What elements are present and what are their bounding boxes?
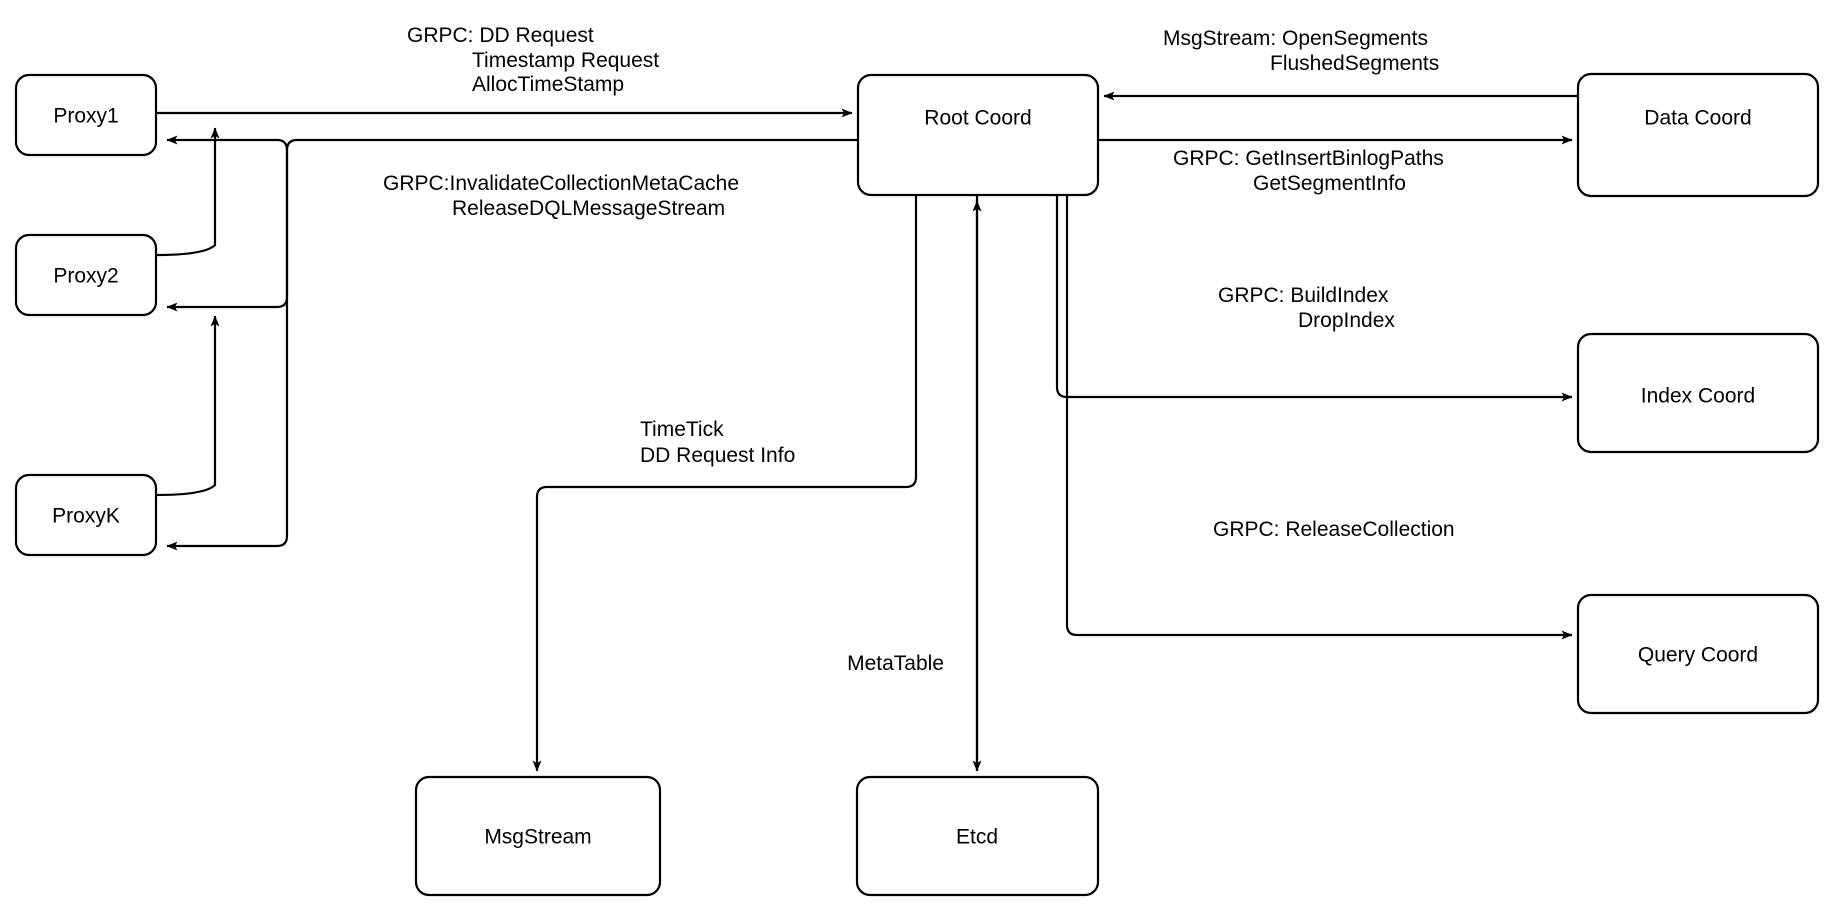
node-proxy2[interactable]: Proxy2 (14, 233, 158, 317)
node-etcd[interactable]: Etcd (855, 775, 1100, 897)
node-proxy1[interactable]: Proxy1 (14, 73, 158, 157)
node-rootcoord-label: Root Coord (924, 107, 1031, 130)
node-indexcoord-box[interactable] (1576, 332, 1820, 454)
node-querycoord[interactable]: Query Coord (1576, 593, 1820, 715)
svg-text:MetaTable: MetaTable (847, 652, 944, 675)
node-proxyk-box[interactable] (14, 473, 158, 557)
edge-label-rootcoord-to-etcd: MetaTable (847, 652, 944, 675)
node-proxy2-label: Proxy2 (53, 265, 118, 288)
node-querycoord-box[interactable] (1576, 593, 1820, 715)
node-datacoord[interactable]: Data Coord (1576, 72, 1820, 198)
node-msgstream-label: MsgStream (484, 826, 591, 849)
node-proxy2-box[interactable] (14, 233, 158, 317)
edge-proxy2-uplink (155, 127, 220, 257)
node-rootcoord-box[interactable] (856, 73, 1100, 197)
edge-label-rootcoord-to-datacoord: GRPC: GetInsertBinlogPaths GetSegmentInf… (1173, 147, 1444, 195)
node-rootcoord[interactable]: Root Coord (856, 73, 1100, 197)
edge-label-rootcoord-to-msgstream: TimeTick DD Request Info (640, 418, 795, 467)
node-datacoord-label: Data Coord (1644, 107, 1751, 130)
svg-text:GRPC: DD Request: GRPC: DD Request (407, 24, 594, 47)
edge-label-proxy-to-rootcoord: GRPC: DD Request Timestamp Request Alloc… (407, 24, 659, 96)
node-etcd-label: Etcd (956, 826, 998, 849)
svg-text:FlushedSegments: FlushedSegments (1270, 52, 1439, 75)
node-indexcoord[interactable]: Index Coord (1576, 332, 1820, 454)
edge-label-rootcoord-to-querycoord: GRPC: ReleaseCollection (1213, 518, 1455, 541)
svg-text:ReleaseDQLMessageStream: ReleaseDQLMessageStream (452, 197, 725, 220)
svg-text:Timestamp Request: Timestamp Request (472, 49, 659, 72)
svg-text:DropIndex: DropIndex (1298, 309, 1395, 332)
svg-text:GetSegmentInfo: GetSegmentInfo (1253, 172, 1406, 195)
node-proxyk[interactable]: ProxyK (14, 473, 158, 557)
edge-rootcoord-to-proxyk (166, 138, 858, 551)
node-proxy1-box[interactable] (14, 73, 158, 157)
edge-rootcoord-to-proxy1 (166, 135, 289, 151)
edge-label-datacoord-to-rootcoord: MsgStream: OpenSegments FlushedSegments (1163, 27, 1439, 75)
edge-rootcoord-to-querycoord (1065, 195, 1573, 640)
node-proxy1-label: Proxy1 (53, 105, 118, 128)
svg-text:GRPC: GetInsertBinlogPaths: GRPC: GetInsertBinlogPaths (1173, 147, 1444, 170)
node-proxyk-label: ProxyK (52, 505, 120, 528)
svg-text:GRPC: BuildIndex: GRPC: BuildIndex (1218, 284, 1389, 307)
svg-text:DD Request Info: DD Request Info (640, 444, 795, 467)
edge-proxyk-uplink (155, 315, 220, 497)
edge-rootcoord-to-proxy2 (166, 150, 289, 312)
edge-rootcoord-to-msgstream (532, 195, 918, 772)
node-msgstream[interactable]: MsgStream (414, 775, 662, 897)
edge-label-rootcoord-to-proxy: GRPC:InvalidateCollectionMetaCache Relea… (383, 172, 739, 220)
svg-text:GRPC:InvalidateCollectionMetaC: GRPC:InvalidateCollectionMetaCache (383, 172, 739, 195)
node-querycoord-label: Query Coord (1638, 644, 1758, 667)
svg-text:AllocTimeStamp: AllocTimeStamp (472, 73, 624, 96)
svg-text:GRPC: ReleaseCollection: GRPC: ReleaseCollection (1213, 518, 1455, 541)
node-msgstream-box[interactable] (414, 775, 662, 897)
edge-label-rootcoord-to-indexcoord: GRPC: BuildIndex DropIndex (1218, 284, 1395, 332)
node-datacoord-box[interactable] (1576, 72, 1820, 198)
node-etcd-box[interactable] (855, 775, 1100, 897)
svg-text:TimeTick: TimeTick (640, 418, 724, 441)
svg-text:MsgStream: OpenSegments: MsgStream: OpenSegments (1163, 27, 1428, 50)
node-indexcoord-label: Index Coord (1641, 385, 1755, 408)
